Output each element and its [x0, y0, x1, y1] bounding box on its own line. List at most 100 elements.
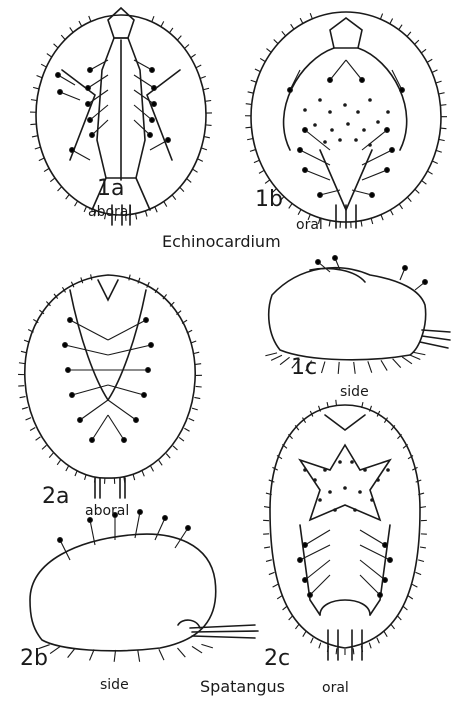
- spine: [330, 60, 346, 80]
- spine-tip: [66, 368, 71, 373]
- figure-2b-spatangus-side: [30, 534, 258, 651]
- spine-tip: [383, 543, 388, 548]
- marginal-spine: [412, 584, 417, 587]
- marginal-spine: [420, 547, 426, 548]
- marginal-spine: [397, 616, 401, 620]
- marginal-spine: [184, 428, 189, 431]
- tubercle: [343, 486, 347, 490]
- spine: [70, 320, 108, 340]
- marginal-spine: [273, 584, 278, 587]
- marginal-spine: [41, 64, 46, 67]
- marginal-spine: [338, 362, 339, 374]
- marginal-spine: [84, 206, 86, 211]
- marginal-spine: [197, 159, 202, 162]
- spine: [305, 530, 330, 545]
- marginal-spine: [206, 125, 212, 126]
- marginal-spine: [192, 646, 202, 653]
- marginal-spine: [30, 124, 36, 125]
- marginal-spine: [427, 59, 432, 62]
- spine-tip: [328, 78, 333, 83]
- marginal-spine: [440, 105, 446, 106]
- marginal-spine: [44, 168, 49, 171]
- spine-tip: [70, 393, 75, 398]
- marginal-spine: [369, 643, 371, 649]
- spine-tip: [56, 73, 61, 78]
- marginal-spine: [35, 147, 41, 149]
- marginal-spine: [22, 407, 28, 409]
- marginal-spine: [265, 353, 277, 356]
- marginal-spine: [39, 158, 44, 161]
- tubercle: [303, 108, 307, 112]
- marginal-spine: [66, 466, 69, 471]
- spine-tip: [150, 118, 155, 123]
- marginal-spine: [173, 446, 177, 450]
- tubercle: [376, 478, 380, 482]
- spine-tip: [90, 438, 95, 443]
- spine-tip: [303, 543, 308, 548]
- tubercle: [318, 498, 322, 502]
- spine-tip: [58, 538, 63, 543]
- marginal-spine: [415, 189, 419, 193]
- spine: [362, 150, 392, 165]
- marginal-spine: [33, 87, 39, 89]
- marginal-spine: [191, 54, 196, 57]
- spine: [58, 75, 75, 85]
- marginal-spine: [436, 150, 442, 152]
- spine-tip: [303, 578, 308, 583]
- marginal-spine: [192, 408, 198, 410]
- marginal-spine: [203, 88, 209, 90]
- marginal-spine: [436, 81, 442, 83]
- marginal-spine: [280, 357, 290, 364]
- spine-tip: [152, 86, 157, 91]
- spine: [320, 190, 340, 195]
- spine-tip: [370, 193, 375, 198]
- spine: [134, 60, 152, 70]
- marginal-spine: [155, 207, 157, 213]
- marginal-spine: [193, 169, 198, 172]
- marginal-spine: [91, 274, 92, 280]
- marginal-spine: [138, 650, 140, 662]
- spine-tip: [318, 193, 323, 198]
- spine-tip: [303, 128, 308, 133]
- marginal-spine: [250, 150, 256, 152]
- marginal-spine: [403, 606, 408, 610]
- marginal-spine: [75, 470, 77, 476]
- spine-tip: [149, 343, 154, 348]
- marginal-spine: [196, 386, 202, 387]
- marginal-spine: [407, 32, 411, 37]
- spine-tip: [298, 148, 303, 153]
- marginal-spine: [283, 606, 288, 610]
- spine-tip: [423, 280, 428, 285]
- marginal-spine: [20, 397, 26, 398]
- marginal-spine: [407, 197, 411, 202]
- marginal-spine: [420, 507, 426, 508]
- marginal-spine: [319, 643, 321, 649]
- marginal-spine: [179, 437, 184, 441]
- tubercle: [363, 468, 367, 472]
- marginal-spine: [289, 203, 292, 208]
- marginal-spine: [269, 572, 275, 574]
- marginal-spine: [266, 49, 271, 53]
- spine-tip: [298, 558, 303, 563]
- spine: [392, 70, 402, 90]
- tubercle: [313, 123, 317, 127]
- tubercle: [354, 138, 358, 142]
- tubercle: [353, 508, 357, 512]
- spine: [290, 70, 300, 90]
- marginal-spine: [439, 139, 445, 140]
- marginal-spine: [247, 139, 253, 140]
- marginal-spine: [260, 58, 265, 61]
- tubercle: [386, 110, 390, 114]
- marginal-spine: [184, 44, 188, 48]
- tubercle: [358, 490, 362, 494]
- marginal-spine: [145, 211, 147, 217]
- spine-tip: [163, 516, 168, 521]
- marginal-spine: [264, 547, 270, 548]
- marginal-spine: [205, 100, 211, 101]
- spine: [305, 130, 330, 150]
- marginal-spine: [393, 359, 401, 368]
- marginal-spine: [381, 215, 383, 221]
- marginal-spine: [189, 418, 194, 420]
- marginal-spine: [49, 453, 53, 458]
- marginal-spine: [61, 35, 65, 40]
